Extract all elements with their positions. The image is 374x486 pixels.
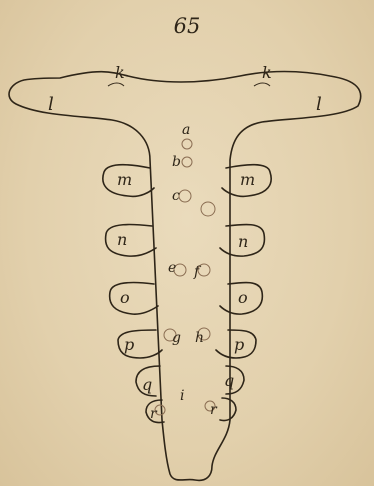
label-a: a bbox=[182, 122, 190, 138]
label-l-left: l bbox=[48, 94, 54, 115]
label-e: e bbox=[168, 260, 176, 276]
label-k-left: k bbox=[115, 63, 125, 82]
label-p-left: p bbox=[124, 335, 134, 354]
label-m-right: m bbox=[240, 170, 255, 189]
page-number: 65 bbox=[174, 14, 201, 38]
label-m-left: m bbox=[117, 170, 132, 189]
label-p-right: p bbox=[234, 335, 244, 354]
label-i: i bbox=[180, 388, 184, 404]
label-k-right: k bbox=[262, 63, 272, 82]
label-o-right: o bbox=[238, 288, 248, 307]
label-q-left: q bbox=[142, 375, 152, 394]
label-h: h bbox=[195, 330, 204, 346]
ossification-points bbox=[155, 139, 215, 415]
label-q-right: q bbox=[224, 371, 234, 390]
label-b: b bbox=[172, 154, 181, 170]
label-n-right: n bbox=[238, 232, 248, 251]
label-c: c bbox=[172, 188, 180, 204]
rib-joints-left bbox=[103, 165, 164, 423]
k-joint-marks bbox=[108, 83, 270, 86]
label-f: f bbox=[193, 264, 202, 280]
label-n-left: n bbox=[117, 230, 127, 249]
label-r-right: r bbox=[210, 402, 218, 418]
label-g: g bbox=[172, 330, 181, 346]
label-l-right: l bbox=[316, 94, 322, 115]
label-o-left: o bbox=[120, 288, 130, 307]
